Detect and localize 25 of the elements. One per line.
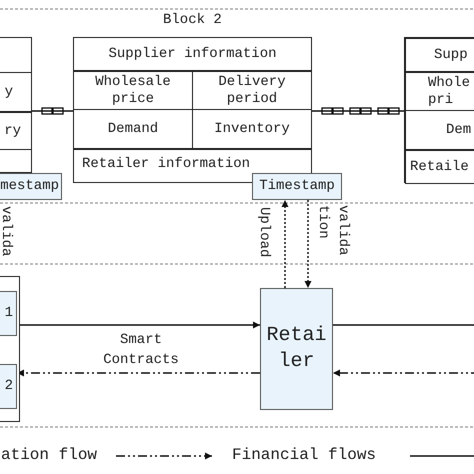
- legend-text: ation flow: [1, 446, 98, 464]
- block-frame: [404, 37, 474, 183]
- table-cell: Demand: [73, 109, 193, 149]
- block-title: Block 2: [163, 12, 222, 28]
- table-cell: Retaile: [405, 150, 474, 184]
- process-box: 1: [0, 291, 17, 336]
- chain-link-connector: [32, 107, 73, 115]
- table-cell: Inventory: [192, 109, 312, 149]
- table-cell: y: [0, 72, 32, 112]
- arrow: [282, 200, 288, 288]
- arrow: [304, 200, 312, 288]
- legend-text: Financial flows: [232, 446, 376, 464]
- table-cell: Whole pri: [405, 72, 474, 112]
- process-box: Timestamp: [252, 173, 342, 200]
- table-cell: Supp: [405, 38, 474, 72]
- block-frame: [0, 37, 32, 173]
- arrow: [333, 370, 474, 376]
- process-box: 2: [0, 364, 17, 409]
- table-cell: Dem: [405, 110, 474, 150]
- entity-box: Retai ler: [260, 288, 333, 410]
- block-frame: [0, 276, 20, 422]
- table-cell: ry: [0, 112, 32, 150]
- chain-link-connector: [312, 107, 404, 115]
- process-box: mestamp: [0, 173, 62, 200]
- flow-label: valida: [0, 206, 15, 258]
